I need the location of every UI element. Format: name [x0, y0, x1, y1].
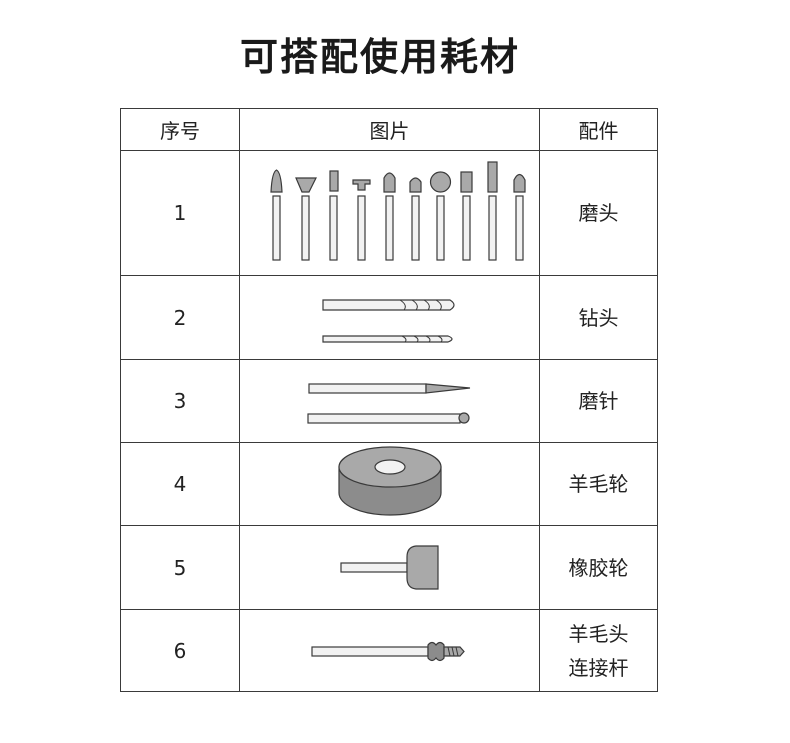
header-image: 图片 [239, 108, 540, 151]
header-number: 序号 [120, 108, 240, 151]
drill-bits-icon [321, 298, 455, 343]
table-row: 4 羊毛轮 [120, 442, 658, 526]
row-image [239, 525, 540, 610]
grinding-needles-icon [306, 383, 470, 424]
part-name: 钻头 [578, 305, 619, 330]
row-number: 6 [120, 609, 240, 692]
part-name: 磨针 [578, 389, 619, 413]
part-name: 羊毛轮 [568, 472, 629, 496]
wool-wheel-icon [337, 446, 442, 516]
row-part: 钻头 [539, 275, 658, 360]
row-part: 橡胶轮 [539, 525, 658, 610]
header-part: 配件 [539, 108, 658, 151]
grinding-heads-icon [269, 161, 526, 261]
table-row: 5 橡胶轮 [120, 525, 658, 610]
row-part: 羊毛轮 [539, 442, 658, 526]
row-image [239, 275, 540, 360]
table-row: 3 磨针 [120, 359, 658, 443]
table-row: 2 钻头 [120, 275, 658, 360]
row-part: 羊毛头 连接杆 [539, 609, 658, 692]
part-name: 磨头 [578, 201, 619, 225]
consumables-table: 序号 图片 配件 1 [120, 108, 658, 692]
row-number: 2 [120, 275, 240, 360]
rubber-wheel-icon [339, 544, 439, 590]
row-image [239, 150, 540, 276]
table-row: 1 [120, 150, 658, 276]
row-image [239, 359, 540, 443]
part-name: 橡胶轮 [568, 555, 629, 580]
mandrel-rod-icon [310, 641, 465, 661]
row-number: 1 [120, 150, 240, 276]
row-number: 5 [120, 525, 240, 610]
part-name: 羊毛头 [568, 621, 629, 646]
row-number: 3 [120, 359, 240, 443]
row-number: 4 [120, 442, 240, 526]
row-image [239, 609, 540, 692]
page-title: 可搭配使用耗材 [239, 35, 520, 79]
row-part: 磨针 [539, 359, 658, 443]
row-part: 磨头 [539, 150, 658, 276]
part-name-line2: 连接杆 [568, 655, 629, 680]
table-row: 6 羊毛头 连接杆 [120, 609, 658, 692]
row-image [239, 442, 540, 526]
table-header-row: 序号 图片 配件 [120, 108, 658, 151]
